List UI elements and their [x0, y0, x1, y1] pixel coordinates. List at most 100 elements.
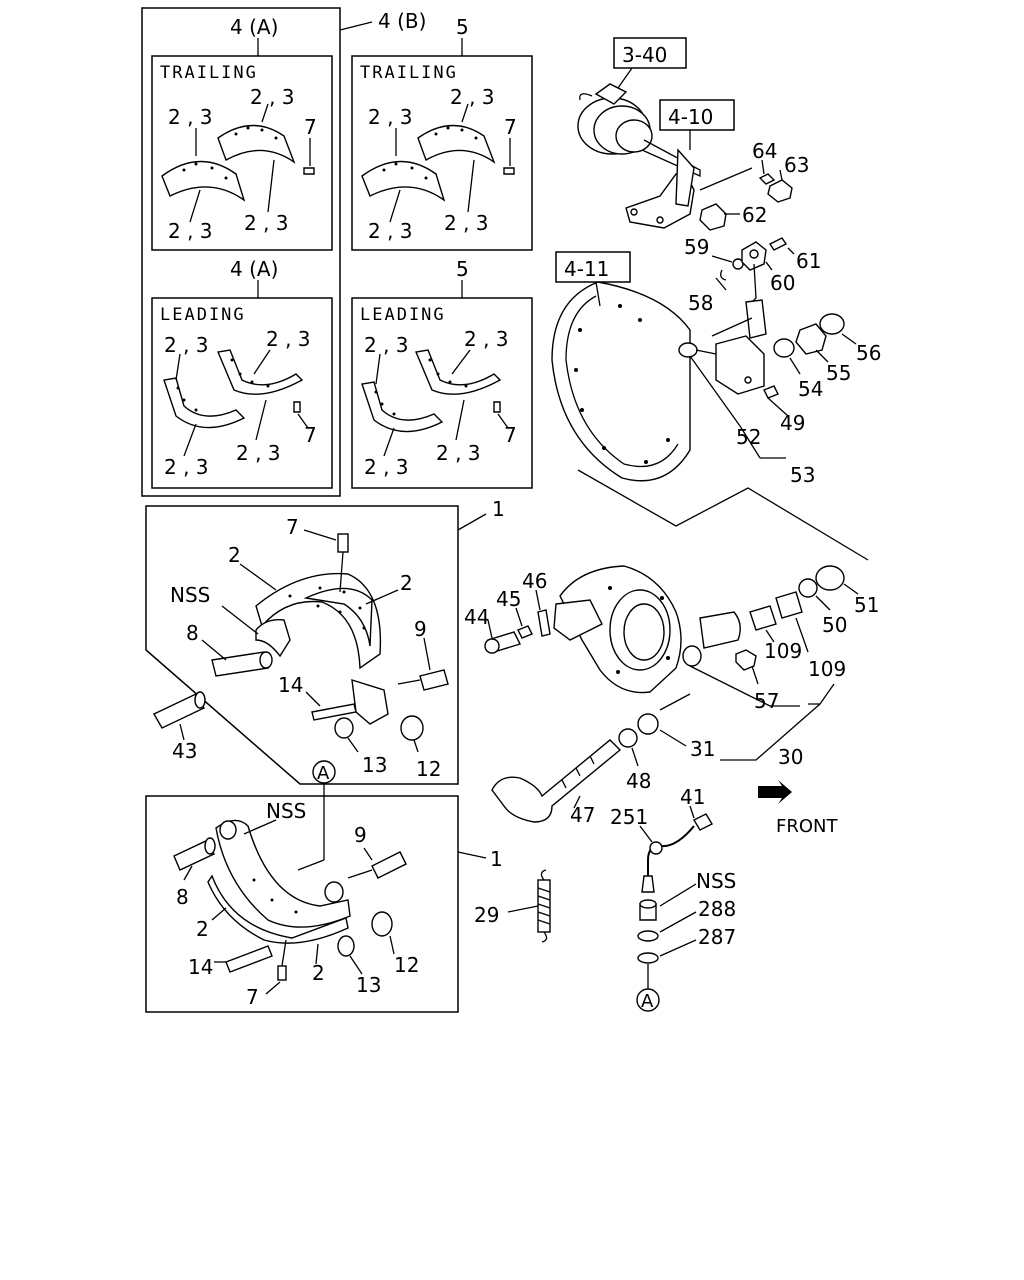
callout-41: 41 — [680, 785, 705, 809]
grommet-parts — [637, 883, 697, 990]
callout-48: 48 — [626, 769, 651, 793]
label-4b: 4 (B) — [378, 9, 426, 33]
callout-47: 47 — [570, 803, 595, 827]
brake-shoe-top — [153, 529, 449, 753]
callout-109: 109 — [808, 657, 846, 681]
callout-60: 60 — [770, 271, 795, 295]
svg-text:4-10: 4-10 — [668, 105, 713, 129]
callout-2: 2 — [312, 961, 325, 985]
callout-23: 2 , 3 — [168, 219, 213, 243]
callout-23: 2 , 3 — [368, 105, 413, 129]
callout-2: 2 — [228, 543, 241, 567]
callout-29: 29 — [474, 903, 499, 927]
callout-23: 2 , 3 — [168, 105, 213, 129]
callout-14: 14 — [188, 955, 213, 979]
svg-text:4-11: 4-11 — [564, 257, 609, 281]
callout-61: 61 — [796, 249, 821, 273]
callout-7: 7 — [504, 115, 517, 139]
ref-box-3-40: 3-40 — [613, 37, 687, 69]
callout-nss: NSS — [266, 799, 306, 823]
callout-55: 55 — [826, 361, 851, 385]
callout-nss: NSS — [170, 583, 210, 607]
camshaft — [491, 693, 821, 823]
ref-box-4-11: 4-11 — [555, 251, 631, 283]
callout-53: 53 — [790, 463, 815, 487]
cam-bushings — [735, 565, 859, 705]
callout-23: 2 , 3 — [450, 85, 495, 109]
callout-44: 44 — [464, 605, 489, 629]
callout-30: 30 — [778, 745, 803, 769]
svg-text:3-40: 3-40 — [622, 43, 667, 67]
outer-box-4a — [141, 7, 341, 497]
shoe-assembly-bottom-frame — [145, 795, 487, 1013]
callout-59: 59 — [684, 235, 709, 259]
callout-31: 31 — [690, 737, 715, 761]
callout-50: 50 — [822, 613, 847, 637]
box-title: TRAILING — [360, 63, 458, 83]
box-title: TRAILING — [160, 63, 258, 83]
box-trailing-4a: TRAILING 2 , 3 2 , 3 7 2 , 3 2 , 3 — [151, 38, 333, 251]
callout-23: 2 , 3 — [364, 455, 409, 479]
brake-shoe-bottom — [173, 819, 407, 995]
callout-63: 63 — [784, 153, 809, 177]
callout-23: 2 , 3 — [244, 211, 289, 235]
callout-2: 2 — [196, 917, 209, 941]
callout-58: 58 — [688, 291, 713, 315]
callout-23: 2 , 3 — [464, 327, 509, 351]
hardware-64-63-62 — [699, 159, 793, 231]
callout-51: 51 — [854, 593, 879, 617]
callout-23: 2 , 3 — [364, 333, 409, 357]
callout-23: 2 , 3 — [444, 211, 489, 235]
callout-9: 9 — [414, 617, 427, 641]
brake-spider — [484, 565, 800, 707]
callout-43: 43 — [172, 739, 197, 763]
label-4a-top: 4 (A) — [230, 15, 278, 39]
callout-109: 109 — [764, 639, 802, 663]
shoe-assembly-top-frame — [145, 505, 487, 785]
callout-54: 54 — [798, 377, 823, 401]
slack-adjuster-hardware — [711, 237, 795, 305]
backing-plate — [551, 281, 869, 561]
label-5-mid: 5 — [456, 257, 469, 281]
callout-1-top: 1 — [492, 497, 505, 521]
svg-text:A: A — [641, 991, 654, 1012]
callout-62: 62 — [742, 203, 767, 227]
callout-23: 2 , 3 — [368, 219, 413, 243]
callout-46: 46 — [522, 569, 547, 593]
callout-7: 7 — [286, 515, 299, 539]
label-5-top: 5 — [456, 15, 469, 39]
callout-64: 64 — [752, 139, 777, 163]
callout-56: 56 — [856, 341, 881, 365]
box-leading-5: LEADING 2 , 3 2 , 3 7 2 , 3 2 , 3 — [351, 297, 533, 489]
label-4a-mid: 4 (A) — [230, 257, 278, 281]
callout-12: 12 — [416, 757, 441, 781]
callout-14: 14 — [278, 673, 303, 697]
callout-57: 57 — [754, 689, 779, 713]
callout-12: 12 — [394, 953, 419, 977]
callout-8: 8 — [176, 885, 189, 909]
callout-23: 2 , 3 — [436, 441, 481, 465]
box-leading-4a: LEADING 2 , 3 2 , 3 7 2 , 3 2 , 3 — [151, 297, 333, 489]
return-spring — [507, 869, 551, 943]
callout-45: 45 — [496, 587, 521, 611]
box-title: LEADING — [360, 305, 446, 325]
callout-49: 49 — [780, 411, 805, 435]
callout-1-bottom: 1 — [490, 847, 503, 871]
svg-text:A: A — [317, 763, 330, 784]
box-trailing-5: TRAILING 2 , 3 2 , 3 7 2 , 3 2 , 3 — [351, 55, 533, 251]
callout-7: 7 — [304, 423, 317, 447]
callout-13: 13 — [356, 973, 381, 997]
callout-13: 13 — [362, 753, 387, 777]
ref-box-4-10: 4-10 — [659, 99, 735, 131]
callout-23: 2 , 3 — [164, 455, 209, 479]
slack-adjuster — [678, 299, 857, 459]
callout-52: 52 — [736, 425, 761, 449]
callout-251: 251 — [610, 805, 648, 829]
callout-23: 2 , 3 — [236, 441, 281, 465]
wear-sensor — [639, 805, 713, 893]
callout-7: 7 — [504, 423, 517, 447]
front-label: FRONT — [776, 816, 838, 837]
callout-287: 287 — [698, 925, 736, 949]
callout-8: 8 — [186, 621, 199, 645]
